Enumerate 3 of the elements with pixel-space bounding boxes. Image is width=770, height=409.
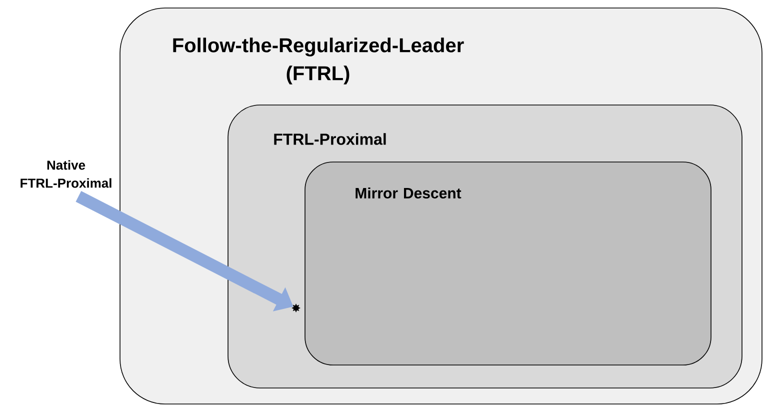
rounded-box: Mirror Descent	[304, 162, 712, 366]
text-label: Native FTRL-Proximal	[20, 160, 112, 188]
star-marker	[292, 304, 300, 312]
